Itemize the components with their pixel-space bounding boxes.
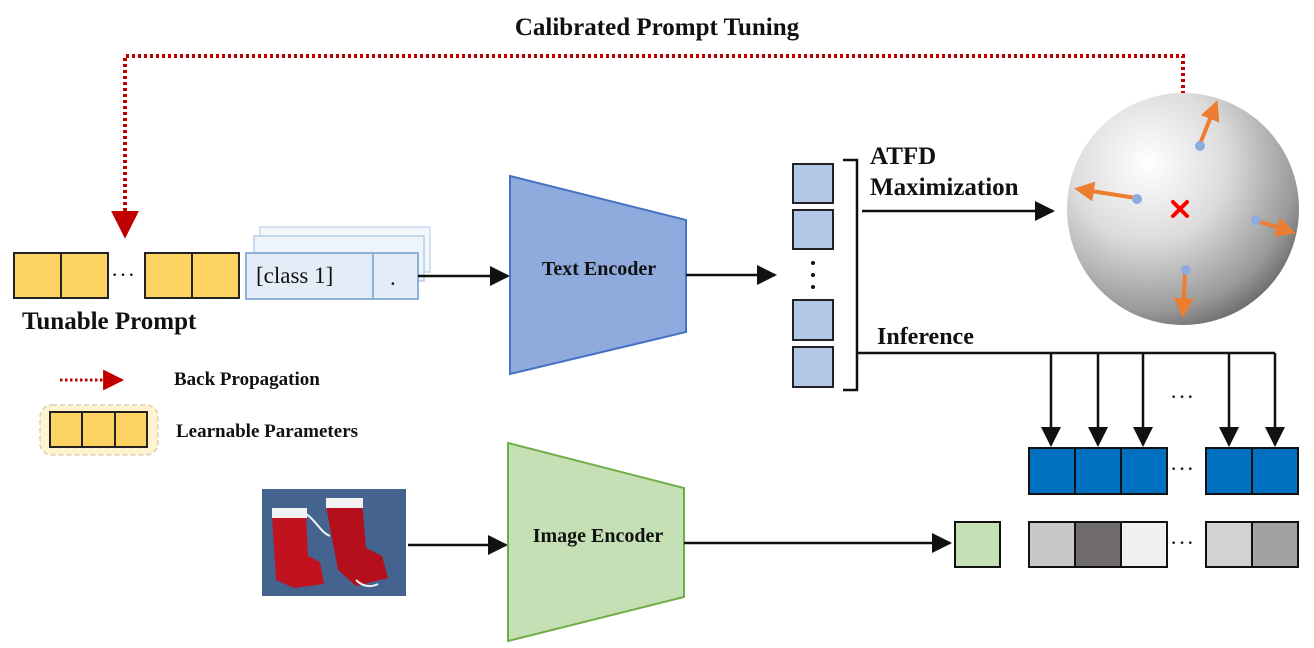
inference-label: Inference	[877, 324, 974, 350]
back-propagation-path	[111, 54, 1185, 239]
image-feature-cell	[954, 521, 1001, 568]
atfd-label: ATFD Maximization	[870, 141, 1019, 203]
text-encoder-label: Text Encoder	[541, 258, 657, 280]
text-encoder-block	[509, 174, 687, 376]
text-feature-column	[792, 163, 834, 388]
class-token-label: [class 1]	[256, 263, 334, 288]
diagram-title: Calibrated Prompt Tuning	[514, 14, 800, 41]
atfd-line-1: ATFD	[870, 143, 937, 170]
similarity-scores	[1028, 521, 1299, 568]
input-image-socks	[262, 489, 406, 596]
legend-graphics	[39, 369, 159, 456]
class-text-features	[1028, 447, 1299, 495]
hypersphere	[1067, 93, 1299, 325]
score-ellipsis: ···	[1170, 530, 1195, 555]
image-encoder-block	[507, 441, 685, 643]
feature-bracket	[843, 158, 859, 392]
inference-distribution	[857, 351, 1285, 447]
tunable-prompt-cells	[13, 252, 240, 299]
atfd-line-2: Maximization	[870, 174, 1019, 201]
class-token-stack	[245, 226, 431, 300]
legend-learnable-parameters-label: Learnable Parameters	[176, 421, 359, 442]
legend-back-propagation-label: Back Propagation	[174, 369, 320, 390]
class-center-x-icon	[1171, 200, 1189, 218]
image-encoder-label: Image Encoder	[532, 525, 664, 547]
prompt-ellipsis: ···	[111, 262, 136, 287]
text-feature-ellipsis: ···	[1170, 456, 1195, 481]
inference-ellipsis: ···	[1170, 384, 1195, 409]
period-token-label: .	[390, 265, 396, 290]
tunable-prompt-label: Tunable Prompt	[22, 308, 197, 335]
